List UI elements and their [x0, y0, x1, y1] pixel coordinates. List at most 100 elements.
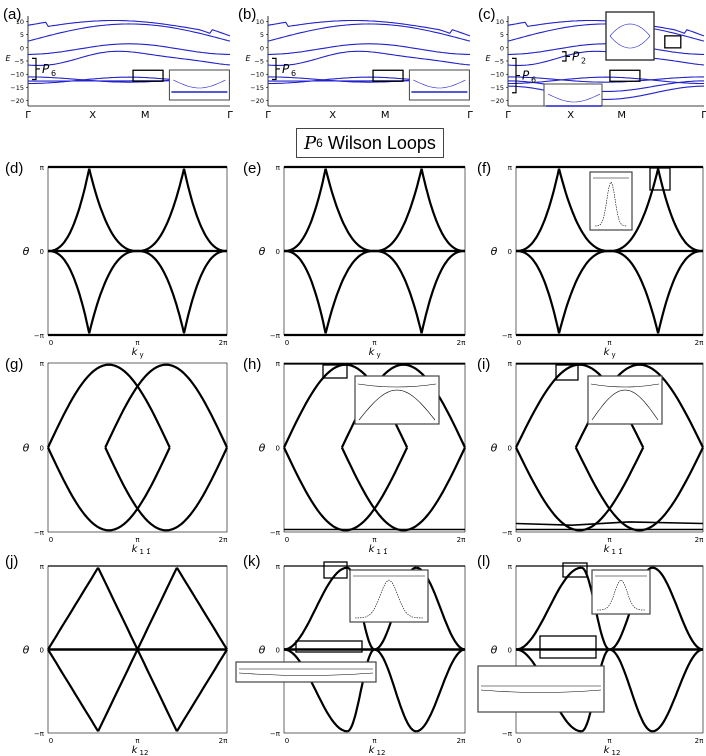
wilson-zoom-box [562, 562, 588, 578]
wilson-inset-line [480, 689, 602, 693]
wilson-x-tick-label: 2π [219, 737, 228, 745]
wilson-x-tick-label: 0 [285, 536, 289, 544]
wilson-zoom-box [295, 640, 363, 653]
band-low-4 [507, 85, 705, 100]
band-inset [543, 83, 603, 107]
band-y-tick-label: 5 [260, 31, 264, 39]
wilson-inset-line [357, 383, 437, 388]
wilson-crossing-line [652, 566, 704, 651]
band-k-label: X [567, 110, 574, 121]
wilson-y-label: θ [23, 442, 30, 455]
wilson-y-tick-label: 0 [276, 248, 280, 256]
wilson-cusp-branch [657, 168, 703, 253]
band-inset-curve [547, 93, 601, 103]
wilson-cusp-branch [48, 249, 91, 334]
band-k-label: Γ [25, 110, 31, 121]
wilson-cusp-branch [420, 249, 465, 334]
wilson-lens-arc [340, 447, 466, 532]
wilson-inset-curve [358, 389, 436, 421]
wilson-x-label: k [369, 544, 376, 555]
wilson-inset-frame [235, 661, 377, 683]
wilson-y-tick-label: π [508, 360, 513, 368]
band-y-tick-label: −15 [250, 84, 264, 92]
wilson-extra-line [515, 521, 704, 526]
wilson-y-tick-label: 0 [508, 248, 512, 256]
band-zoom-box [132, 69, 164, 82]
wilson-inset-frame [589, 171, 633, 231]
band-y-tick-label: 10 [16, 18, 24, 26]
panel-label-c: (c) [478, 6, 496, 23]
panel-label-f: (f) [477, 160, 492, 177]
wilson-inset-curve [591, 389, 659, 421]
wilson-zoom-box [649, 167, 671, 191]
wilson-x-tick-label: 2π [219, 339, 228, 347]
wilson-x-label: k [604, 745, 611, 756]
wilson-crossing-line [47, 567, 100, 651]
wilson-y-tick-label: π [276, 563, 281, 571]
band-y-tick-label: −5 [494, 58, 504, 66]
wilson-cusp-branch [137, 168, 186, 253]
wilson-cusp-branch [557, 168, 610, 253]
panel-label-h: (h) [243, 356, 262, 373]
wilson-y-tick-label: π [40, 563, 45, 571]
wilson-inset-curve [594, 181, 628, 227]
band-mid-lower [267, 50, 471, 66]
wilson-cusp-branch [516, 249, 561, 334]
wilson-y-tick-label: −π [270, 332, 281, 340]
wilson-x-sub: 1 1̄ [377, 548, 388, 556]
band-inset [408, 69, 470, 101]
wilson-y-label: θ [491, 245, 498, 258]
band-y-label: E [5, 54, 11, 63]
band-y-tick-label: −20 [490, 97, 504, 105]
band-y-tick-label: 10 [256, 18, 264, 26]
wilson-cusp-branch [182, 249, 227, 334]
wilson-x-label: k [132, 745, 139, 756]
band-inset-curve [173, 79, 226, 89]
wilson-x-tick-label: 0 [285, 339, 289, 347]
wilson-zoom-box [323, 561, 348, 579]
band-inset2-frame [605, 11, 655, 61]
band-mid-upper [268, 43, 470, 55]
wilson-x-tick-label: 0 [517, 339, 521, 347]
wilson-x-sub: 1 1̄ [140, 548, 151, 556]
wilson-x-tick-label: π [607, 737, 612, 745]
p6-brace-sub: 6 [291, 69, 296, 78]
panel-label-i: (i) [477, 356, 491, 373]
wilson-x-sub: 12 [140, 749, 149, 756]
wilson-y-tick-label: π [40, 164, 45, 172]
wilson-crossing-line [347, 648, 375, 733]
wilson-x-tick-label: π [372, 339, 377, 347]
wilson-x-tick-label: 0 [49, 737, 53, 745]
p2-brace-label: P [572, 49, 580, 63]
band-y-tick-label: 5 [20, 31, 24, 39]
band-y-tick-label: −10 [250, 71, 264, 79]
wilson-y-tick-label: −π [270, 529, 281, 537]
wilson-x-tick-label: π [372, 536, 377, 544]
p2-brace [562, 51, 570, 62]
band-y-tick-label: −15 [490, 84, 504, 92]
wilson-x-label: k [369, 347, 376, 358]
band-zoom-box [372, 69, 404, 82]
band-k-label: Γ [505, 110, 511, 121]
wilson-inset-frame [591, 569, 651, 615]
band-inset-frame [408, 69, 470, 101]
wilson-cusp-branch [88, 249, 138, 334]
wilson-y-tick-label: 0 [40, 248, 44, 256]
wilson-x-tick-label: 2π [457, 536, 466, 544]
wilson-cusp-branch [374, 249, 423, 334]
band-low-2 [508, 76, 704, 85]
wilson-x-label: k [369, 745, 376, 756]
band-top-upper [27, 19, 231, 37]
wilson-x-tick-label: π [135, 339, 140, 347]
wilson-x-tick-label: 0 [49, 536, 53, 544]
wilson-y-label: θ [491, 442, 498, 455]
panel-label-k: (k) [243, 553, 261, 570]
wilson-y-tick-label: −π [502, 332, 513, 340]
wilson-y-label: θ [23, 644, 30, 657]
wilson-crossing-line [175, 648, 228, 732]
band-inset-frame [168, 69, 230, 101]
band-y-tick-label: 0 [260, 44, 264, 52]
wilson-x-tick-label: π [372, 737, 377, 745]
wilson-x-tick-label: 0 [49, 339, 53, 347]
